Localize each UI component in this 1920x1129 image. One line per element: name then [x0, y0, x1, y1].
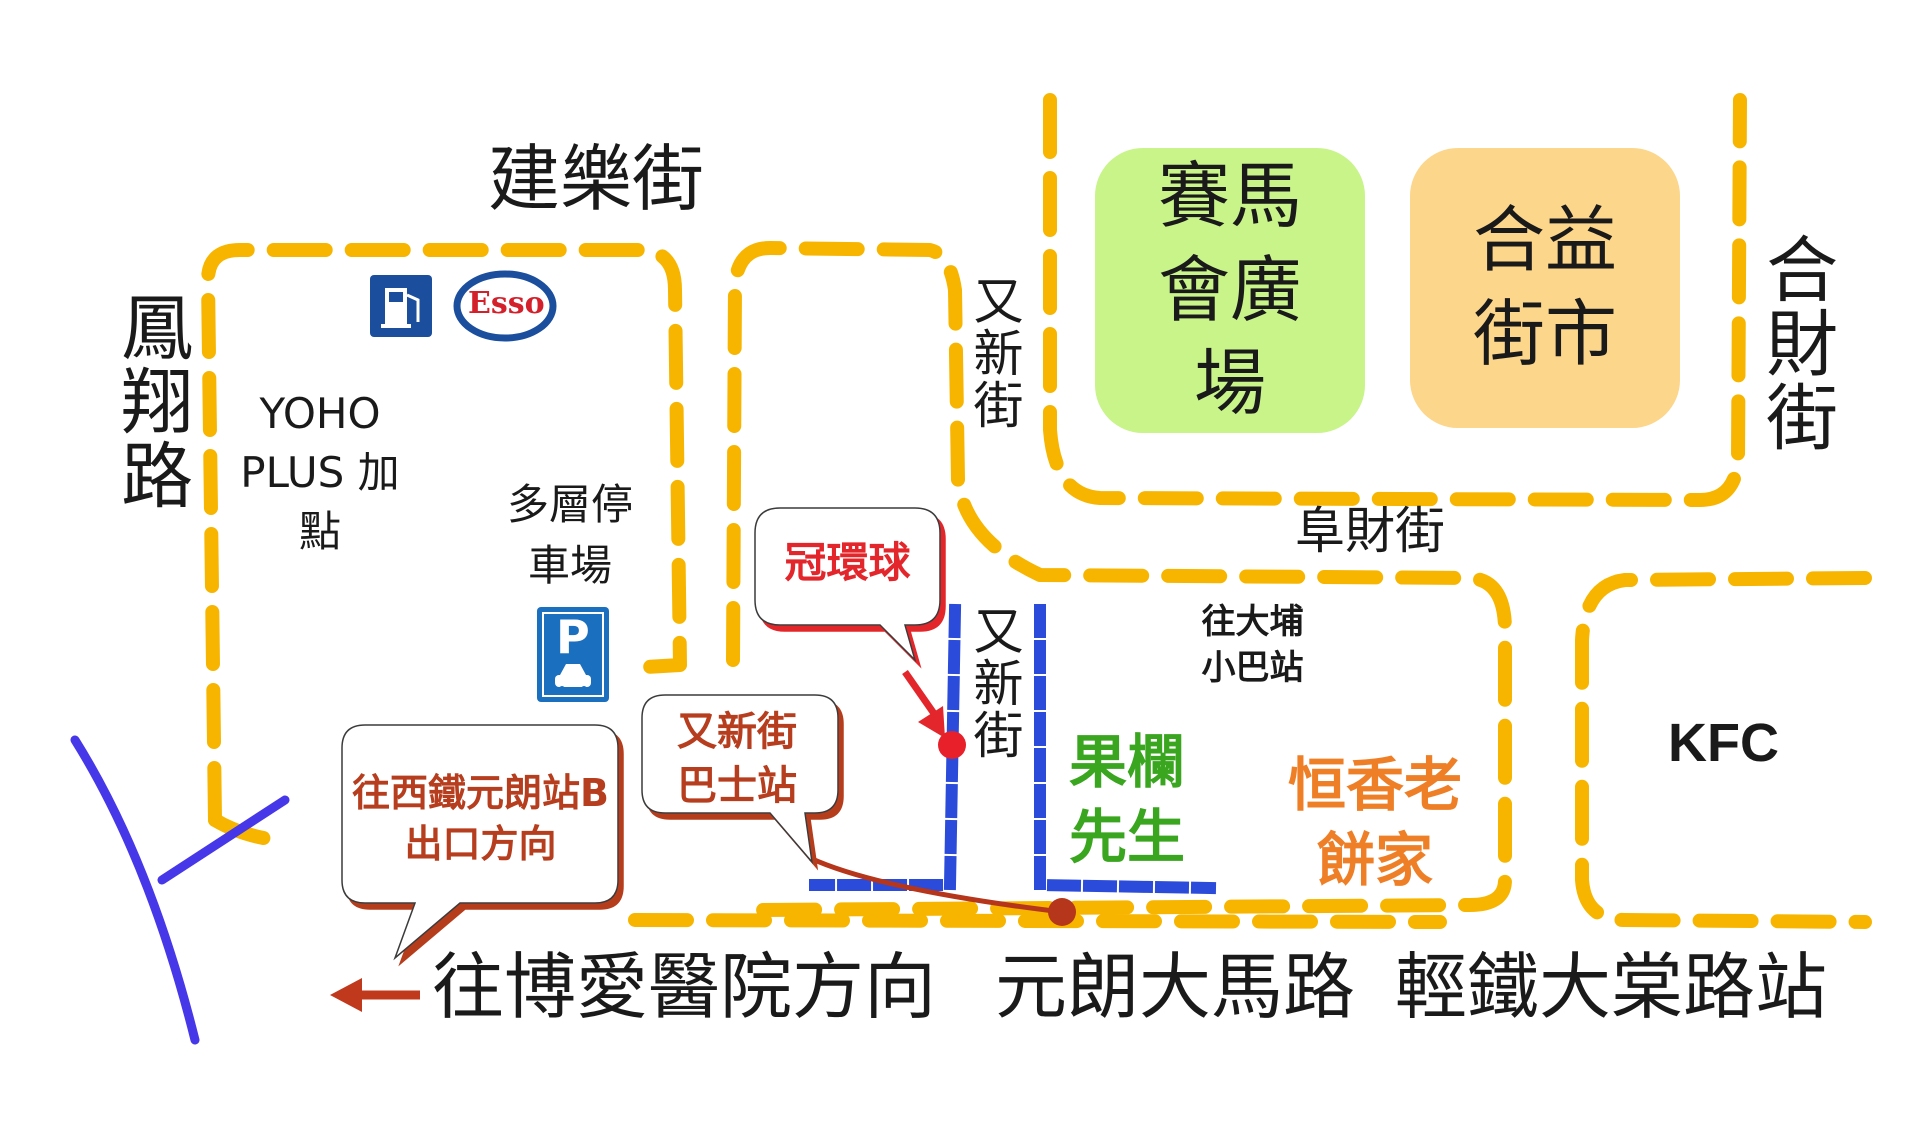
street-main-road: 元朗大馬路 — [995, 945, 1356, 1029]
kwun-wan-kau-marker — [938, 731, 966, 759]
road-kfc-loop — [1575, 571, 1872, 929]
fuel-pump-icon — [370, 275, 432, 337]
street-yau-san-lower: 又新街 — [965, 605, 1024, 761]
place-tai-po-minibus: 往大埔小巴站 — [1201, 602, 1304, 688]
road-jockey-loop — [1043, 93, 1747, 507]
yau-san-west-dash — [809, 603, 962, 891]
callout-west-rail-text: 往西鐵元朗站B出口方向 — [352, 771, 609, 867]
place-fruit-shop: 果欄先生 — [1068, 728, 1185, 872]
callout-west-rail-bubble — [341, 724, 619, 961]
place-car-park: 多層停車場 — [506, 480, 633, 590]
jockey-club-plaza-block: 賽馬會廣場 — [1095, 148, 1365, 433]
street-hop-choi: 合財街 — [1753, 232, 1838, 454]
street-yau-san-upper: 又新街 — [965, 275, 1024, 431]
route-to-bus-stop — [808, 855, 1063, 915]
place-yoho-plus: YOHO PLUS 加點 — [240, 389, 400, 556]
place-hang-heung: 恒香老餅家 — [1287, 751, 1462, 895]
road-kin-lok-block — [201, 243, 687, 827]
hop-yick-market-block: 合益街市 — [1410, 148, 1680, 428]
street-fau-tsoi: 阜財街 — [1295, 502, 1445, 560]
river-main — [70, 735, 200, 1045]
callout-kwun-wan-kau-text: 冠環球 — [784, 538, 911, 587]
parking-letter: P — [556, 610, 590, 664]
parking-icon — [537, 607, 609, 702]
callout-kwun-wan-kau-bubble — [754, 507, 941, 663]
direction-pok-oi: 往博愛醫院方向 — [432, 945, 937, 1029]
jockey-club-plaza-label: 賽馬會廣場 — [1157, 154, 1302, 426]
place-kfc: KFC — [1668, 713, 1779, 773]
road-main-lower — [628, 913, 1447, 929]
river-branch — [157, 795, 290, 885]
callout-bus-stop-bubble — [641, 694, 839, 865]
bus-stop-marker — [1048, 898, 1076, 926]
kwun-wan-kau-arrowhead — [918, 706, 945, 738]
direction-light-rail: 輕鐵大棠路站 — [1395, 945, 1828, 1029]
callout-bubbles — [341, 507, 941, 961]
callout-bus-stop-text: 又新街巴士站 — [677, 709, 797, 809]
esso-logo-text: Esso — [468, 286, 545, 321]
pok-oi-arrowhead — [330, 978, 362, 1012]
road-car-park-loop — [726, 241, 1512, 917]
yau-san-east-dash — [1034, 604, 1217, 895]
hop-yick-market-label: 合益街市 — [1472, 198, 1617, 376]
esso-logo — [453, 270, 557, 342]
kwun-wan-kau-arrow — [902, 669, 938, 718]
street-fung-cheung: 鳳翔路 — [108, 290, 193, 512]
street-kin-lok: 建樂街 — [488, 137, 705, 221]
